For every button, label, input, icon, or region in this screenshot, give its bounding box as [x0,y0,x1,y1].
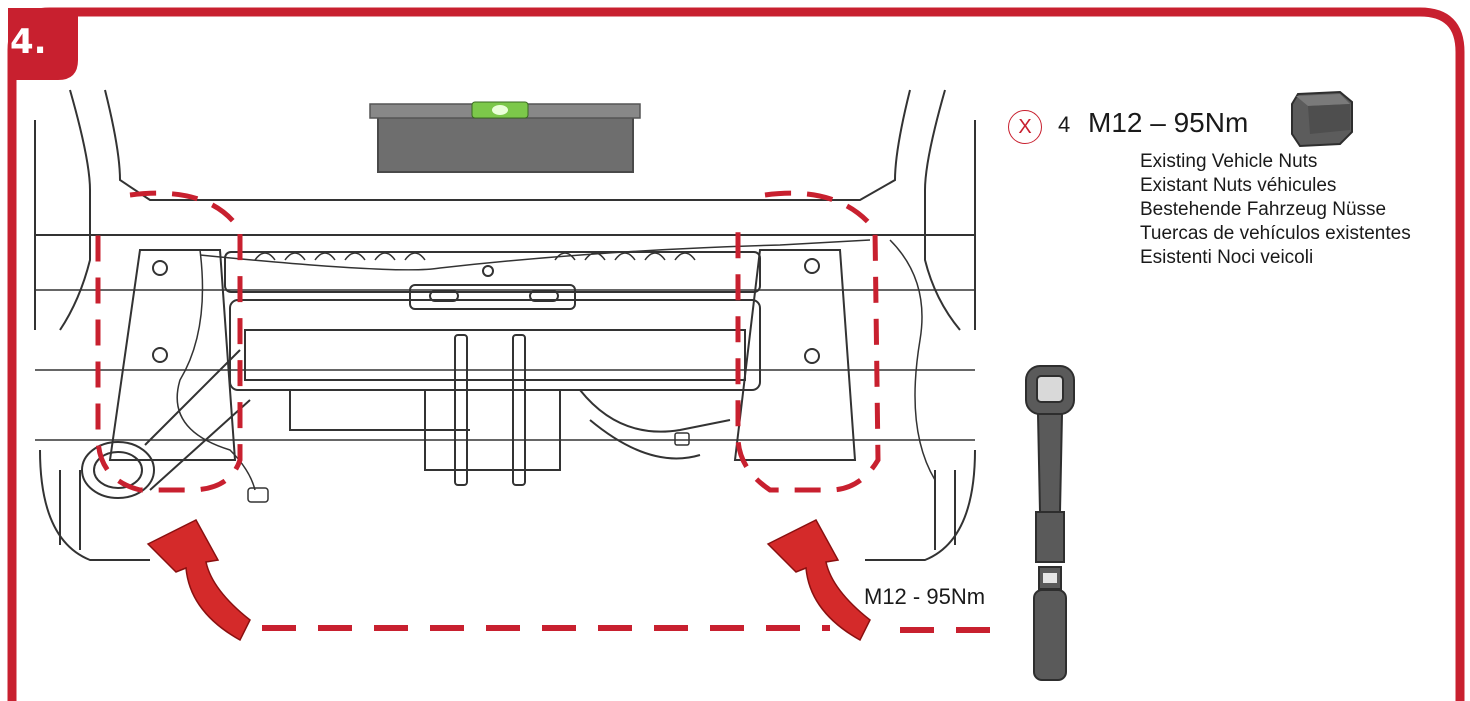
spirit-level-icon [369,101,641,173]
quantity-marker: X [1008,110,1042,144]
step-tab [8,8,78,80]
quantity: 4 [1058,112,1071,137]
curved-arrow-icon [146,519,871,642]
torque-callout-label: M12 - 95Nm [864,584,986,609]
spec-title: M12 – 95Nm [1088,107,1249,138]
torque-leader-line [262,625,995,633]
description-es: Tuercas de vehículos existentes [1140,223,1411,244]
fastener-spec: X 4 M12 – 95Nm Existing Vehicle Nuts Exi… [1000,100,1460,300]
description-it: Esistenti Noci veicoli [1140,247,1314,268]
description-fr: Existant Nuts véhicules [1140,175,1337,196]
step-number: 4. [10,22,47,62]
description-en: Existing Vehicle Nuts [1140,151,1318,172]
hex-nut-icon [1291,90,1353,148]
torque-wrench-icon [1025,365,1075,681]
description-de: Bestehende Fahrzeug Nüsse [1140,199,1387,220]
